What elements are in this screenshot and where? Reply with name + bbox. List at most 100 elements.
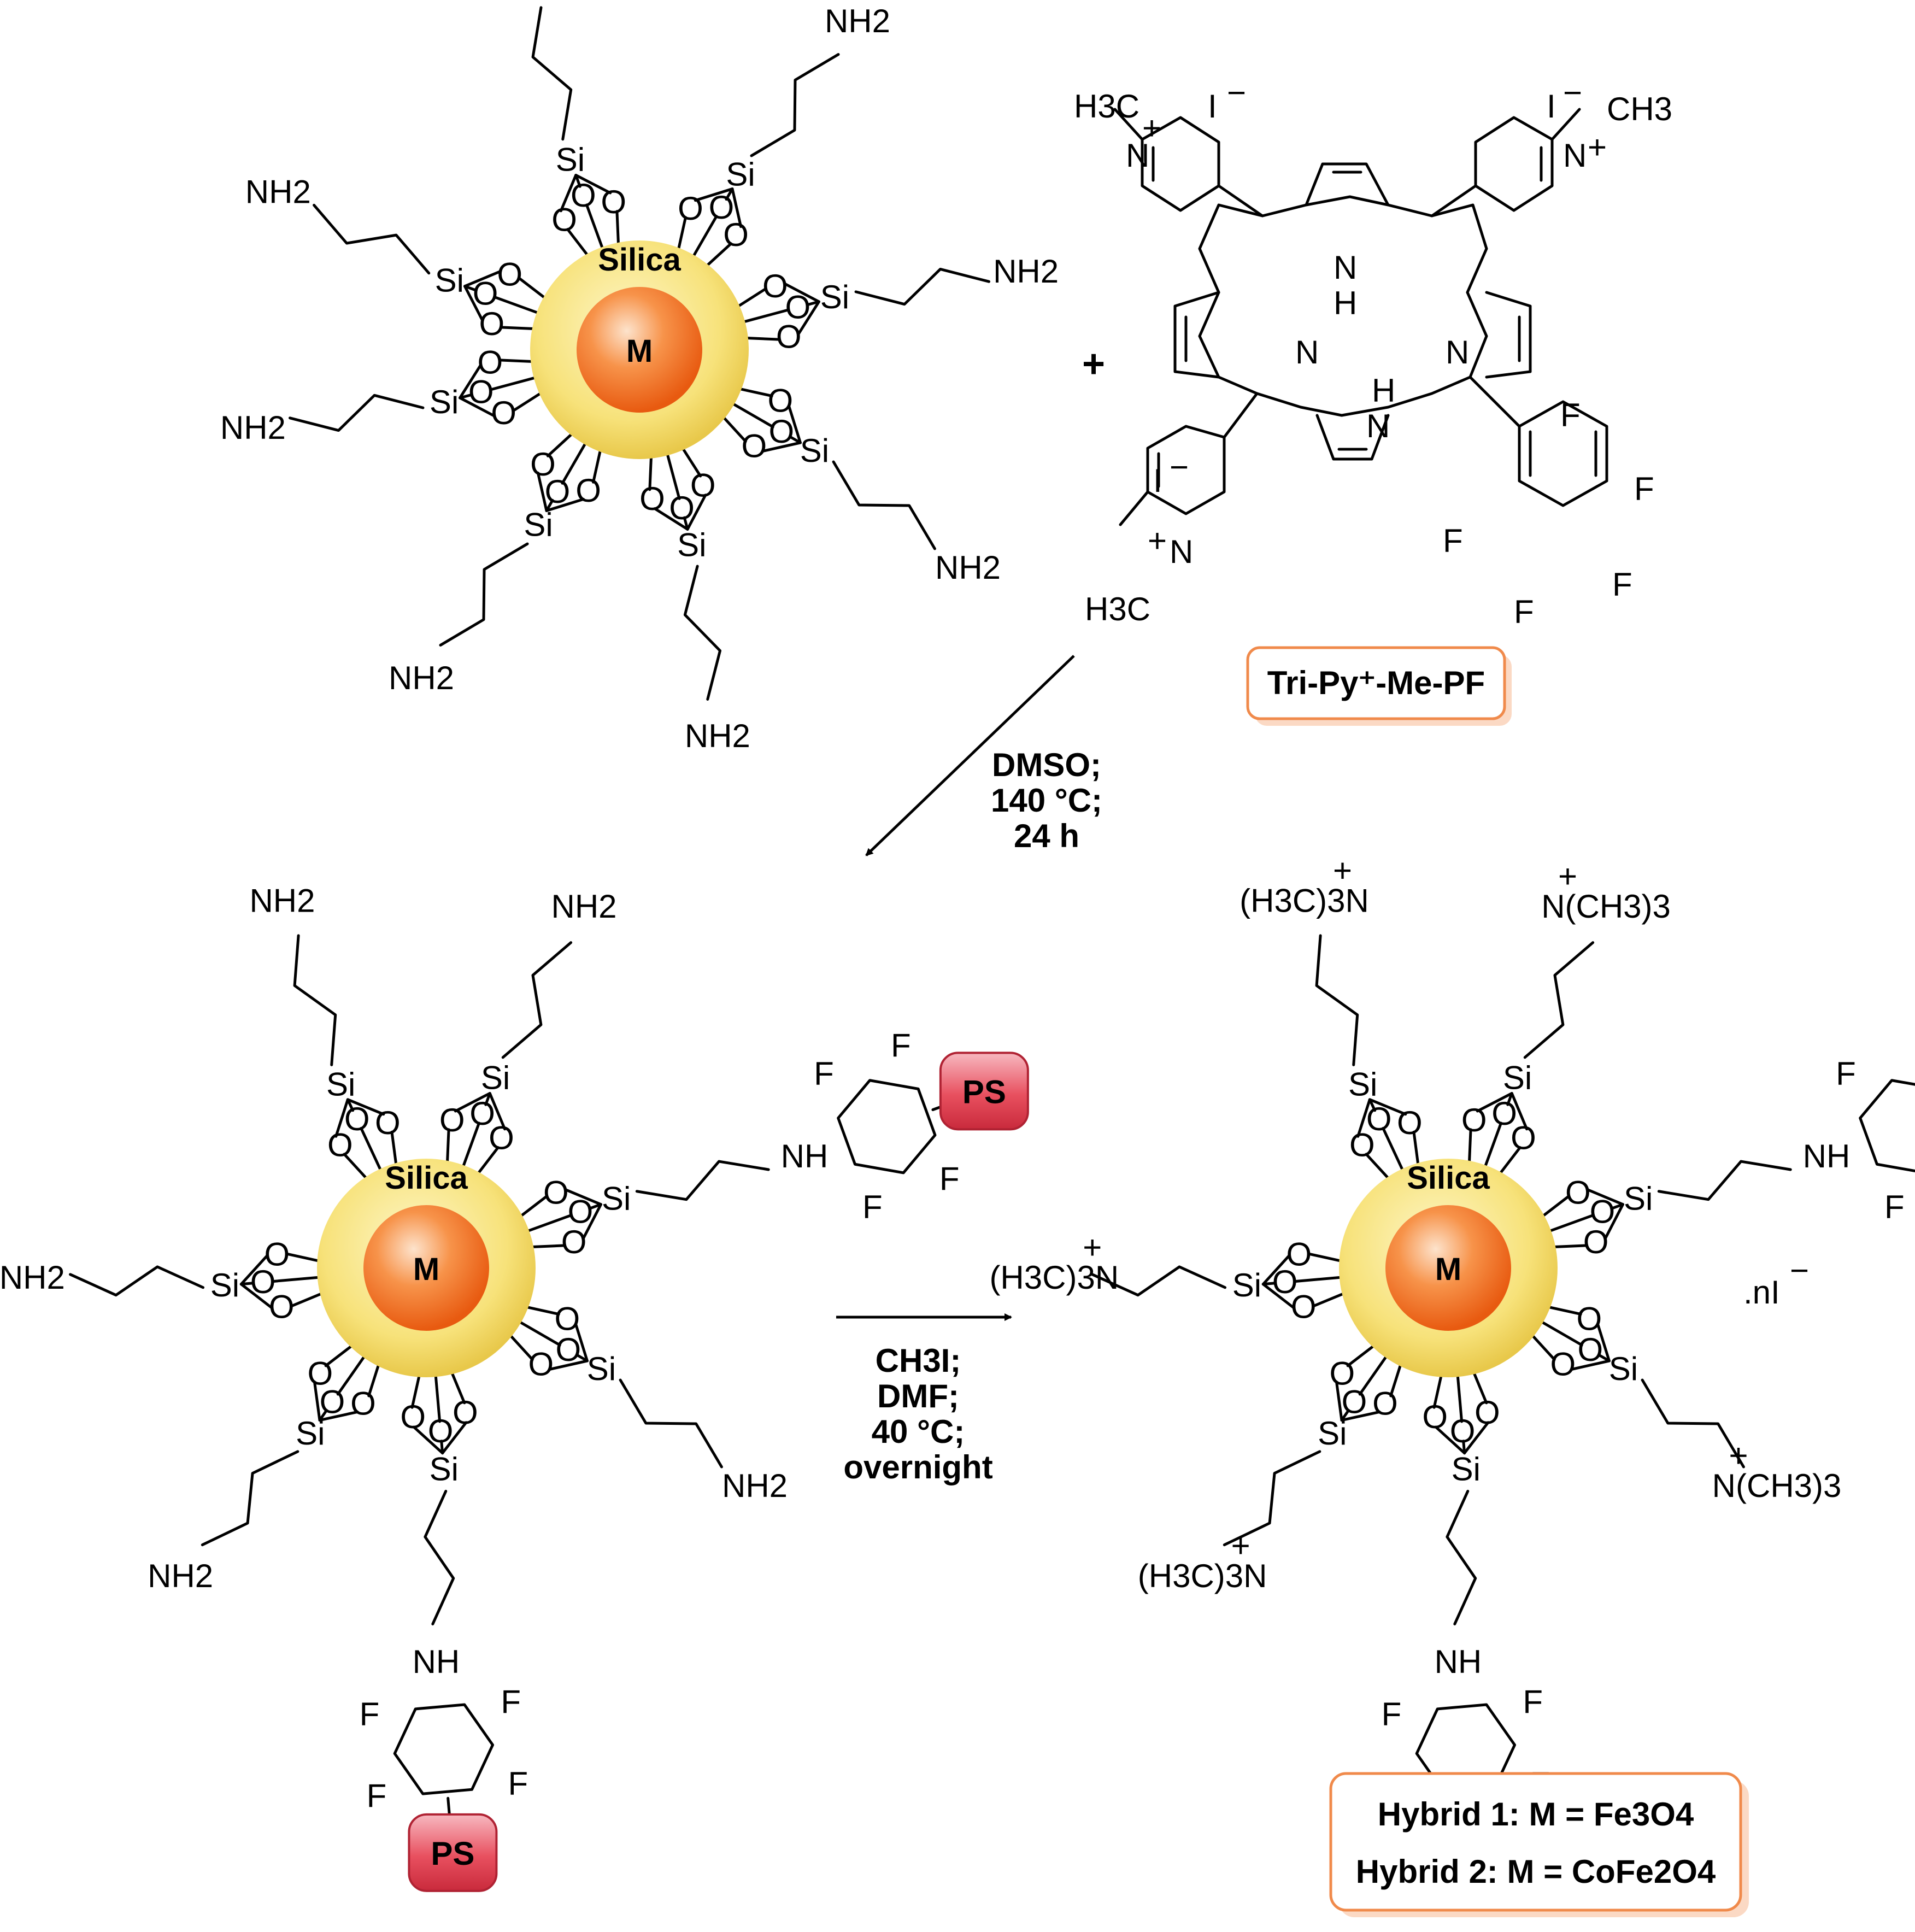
o-bond xyxy=(1365,1153,1390,1180)
si-o-bond xyxy=(1261,1254,1291,1286)
step-1-temperature: 140 °C; xyxy=(991,782,1102,819)
f-label: F xyxy=(1382,1696,1402,1733)
oxygen-label: O xyxy=(1565,1175,1591,1211)
oxygen-label: O xyxy=(709,189,735,226)
oxygen-label: O xyxy=(375,1105,401,1141)
si-o-bond xyxy=(1570,1359,1611,1371)
amine-label: NH2 xyxy=(722,1467,788,1504)
hybrid-2-label: Hybrid 2: M = CoFe2O4 xyxy=(1356,1853,1716,1890)
o-bond xyxy=(500,326,535,330)
f-label: F xyxy=(1523,1684,1543,1720)
oxygen-label: O xyxy=(439,1102,465,1138)
o-bond xyxy=(1547,1306,1582,1316)
oxygen-label: O xyxy=(1583,1224,1609,1260)
oxygen-label: O xyxy=(491,395,516,431)
nh-label: NH xyxy=(1435,1643,1482,1680)
o-bond xyxy=(665,451,681,500)
o-bond xyxy=(285,1252,320,1262)
o-bond xyxy=(730,402,774,428)
trimethylammonium-label: N(CH3)3 xyxy=(1712,1467,1842,1504)
core-m-label: M xyxy=(1435,1252,1461,1287)
oxygen-label: O xyxy=(1329,1355,1355,1392)
oxygen-label: O xyxy=(453,1394,478,1431)
propyl-chain xyxy=(313,203,431,275)
si-o-bond xyxy=(239,1283,273,1309)
propyl-chain xyxy=(201,1450,299,1547)
si-o-bond xyxy=(787,404,802,444)
si-o-bond xyxy=(488,1092,507,1131)
f-label: F xyxy=(360,1696,380,1733)
o-bond xyxy=(1307,1252,1342,1262)
f-label: F xyxy=(367,1778,387,1814)
oxygen-label: O xyxy=(1590,1193,1616,1230)
amine-label: NH2 xyxy=(245,173,311,210)
si-o-bond xyxy=(463,269,502,288)
oxygen-label: O xyxy=(1372,1385,1398,1422)
oxygen-label: O xyxy=(469,1095,495,1132)
ps-box xyxy=(408,1813,498,1892)
si-o-bond xyxy=(574,174,612,195)
propyl-chain xyxy=(1641,1378,1745,1469)
amine-label: NH2 xyxy=(249,882,315,919)
o-bond xyxy=(738,387,773,397)
si-o-bond xyxy=(653,507,689,531)
silicon-label: Si xyxy=(326,1066,355,1103)
oxygen-label: O xyxy=(528,1346,554,1383)
step-1-time: 24 h xyxy=(1014,818,1079,854)
o-bond xyxy=(737,287,767,308)
silicon-label: Si xyxy=(1452,1451,1481,1488)
silicon-label: Si xyxy=(1232,1267,1261,1303)
propyl-chain xyxy=(683,565,722,701)
o-bond xyxy=(290,1292,323,1308)
pyridinium-bottom-left xyxy=(1146,392,1259,515)
oxygen-label: O xyxy=(554,1300,580,1337)
core-m-label: M xyxy=(626,333,653,369)
o-bond xyxy=(519,1195,548,1218)
silicon-label: Si xyxy=(296,1415,325,1452)
magnetic-core xyxy=(1385,1205,1511,1331)
si-o-bond xyxy=(1510,1092,1529,1131)
silicon-label: Si xyxy=(1348,1066,1377,1103)
amine-label: NH2 xyxy=(0,1259,65,1296)
nh-label: NH xyxy=(781,1138,829,1175)
si-o-bond xyxy=(548,1359,589,1371)
o-bond xyxy=(566,228,589,257)
f-label: F xyxy=(1836,1055,1856,1092)
oxygen-label: O xyxy=(265,1236,290,1273)
trimethylammonium-label: N(CH3)3 xyxy=(1541,888,1671,925)
o-bond xyxy=(648,455,653,491)
pentafluorophenyl xyxy=(1468,375,1608,507)
oxygen-label: O xyxy=(307,1355,333,1392)
pyrrole-left xyxy=(1173,291,1220,379)
si-o-bond xyxy=(239,1254,269,1286)
o-bond xyxy=(592,449,602,484)
o-bond xyxy=(1483,1121,1502,1170)
o-bond xyxy=(1382,1126,1405,1173)
nh-n-label: N xyxy=(1334,249,1357,286)
h3c-label: H3C xyxy=(1085,591,1150,627)
si-o-bond xyxy=(459,363,482,400)
o-bond xyxy=(461,1121,480,1170)
trimethylammonium-label: (H3C)3N xyxy=(989,1259,1119,1296)
amine-label: NH2 xyxy=(551,888,617,925)
silicon-label: Si xyxy=(677,526,706,563)
porphyrin-labels: H3C I − N + I − CH3 N + N H N N H N I − … xyxy=(1074,74,1672,630)
step-2-time: overnight xyxy=(843,1449,992,1485)
si-o-bond xyxy=(559,174,578,213)
propyl-chain xyxy=(501,941,573,1059)
amine-label: NH2 xyxy=(389,660,454,696)
trimethylammonium-label: (H3C)3N xyxy=(1240,882,1369,919)
oxygen-label: O xyxy=(1287,1236,1312,1273)
oxygen-label: O xyxy=(762,268,788,304)
iodide-label: I xyxy=(1547,88,1556,125)
propyl-chain xyxy=(531,6,573,141)
o-bond xyxy=(446,1128,450,1164)
si-o-bond xyxy=(454,1092,491,1113)
ps-box xyxy=(939,1052,1029,1131)
